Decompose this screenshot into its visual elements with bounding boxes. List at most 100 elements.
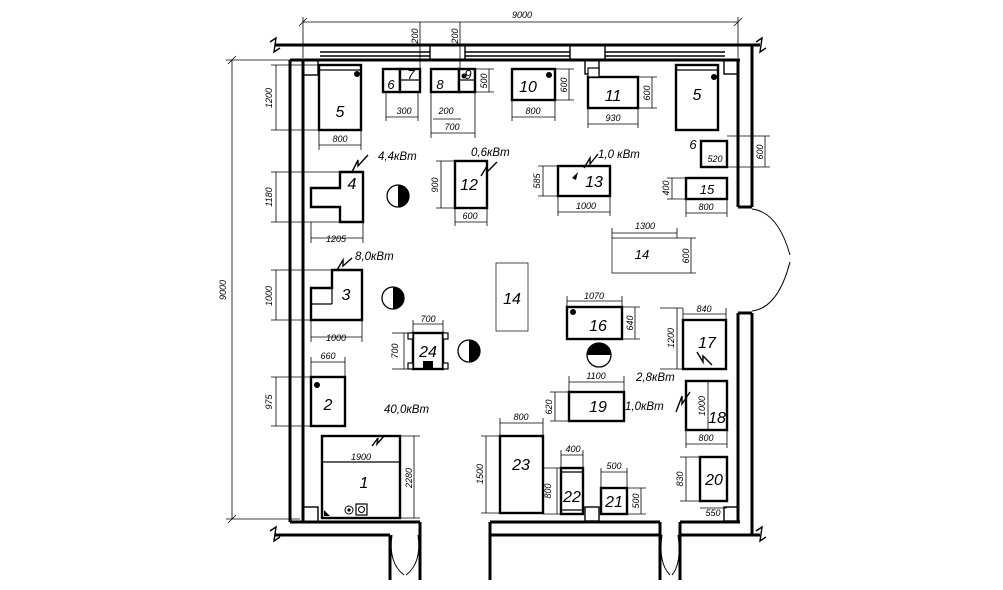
equipment-20-width: 550 bbox=[705, 508, 720, 518]
equipment-16-number: 16 bbox=[589, 318, 607, 335]
equipment-4-power: 4,4кВт bbox=[378, 151, 417, 163]
equipment-5-right: 5 bbox=[674, 63, 720, 132]
equipment-4: 4 1205 1180 4,4кВт bbox=[264, 151, 417, 244]
overall-width-dimension: 9000 bbox=[298, 10, 743, 58]
overall-height-dimension: 9000 bbox=[218, 55, 300, 524]
equipment-16: 16 1070 640 bbox=[565, 291, 640, 368]
equipment-19-depth: 620 bbox=[544, 399, 554, 414]
window-dim-right: 200 bbox=[450, 28, 460, 44]
equipment-24-depth: 700 bbox=[390, 343, 400, 358]
equipment-5-right-number: 5 bbox=[693, 87, 702, 104]
equipment-18: 18 800 1000 1,0кВт bbox=[625, 379, 729, 448]
equipment-15-depth: 400 bbox=[661, 180, 671, 195]
equipment-2-width: 660 bbox=[320, 351, 335, 361]
equipment-13-width: 1000 bbox=[576, 201, 596, 211]
equipment-2: 2 660 975 bbox=[264, 351, 347, 428]
overall-height-label: 9000 bbox=[218, 280, 228, 300]
equipment-2-number: 2 bbox=[323, 397, 333, 414]
equipment-12-number: 12 bbox=[460, 177, 478, 194]
equipment-3-width: 1000 bbox=[326, 333, 346, 343]
equipment-12-width: 600 bbox=[462, 211, 477, 221]
equipment-15-width: 800 bbox=[698, 202, 713, 212]
equipment-18-number: 18 bbox=[708, 410, 726, 427]
equipment-14-center: 14 bbox=[495, 262, 529, 332]
equipment-15-number: 15 bbox=[700, 182, 715, 197]
equipment-11-depth: 600 bbox=[642, 85, 652, 100]
equipment-3-number: 3 bbox=[342, 287, 351, 304]
equipment-21-depth: 500 bbox=[631, 493, 641, 508]
equipment-8-width: 200 bbox=[437, 106, 453, 116]
equipment-16-depth: 640 bbox=[625, 315, 635, 330]
equipment-22-width: 400 bbox=[565, 444, 580, 454]
equipment-14-center-number: 14 bbox=[503, 291, 521, 308]
equipment-23-depth: 1500 bbox=[475, 464, 485, 484]
equipment-19: 19 1100 620 bbox=[544, 371, 626, 423]
equipment-1-depth: 2280 bbox=[404, 468, 414, 489]
equipment-15: 15 800 400 bbox=[661, 176, 729, 217]
equipment-20-number: 20 bbox=[704, 472, 723, 489]
equipment-10-depth: 600 bbox=[559, 77, 569, 92]
window-dim-left: 200 bbox=[410, 28, 420, 44]
equipment-9-number: 9 bbox=[464, 67, 471, 82]
equipment-1-number: 1 bbox=[360, 475, 369, 492]
equipment-20: 20 550 830 bbox=[675, 455, 729, 518]
equipment-17-width: 840 bbox=[696, 304, 711, 314]
equipment-4-width: 1205 bbox=[326, 234, 347, 244]
equipment-22: 22 400 800 bbox=[543, 444, 585, 516]
equipment-3: 3 1000 1000 8,0кВт bbox=[264, 251, 405, 343]
equipment-18-depth: 1000 bbox=[697, 396, 707, 416]
walls bbox=[269, 36, 767, 580]
equipment-11-width: 930 bbox=[605, 113, 620, 123]
equipment-8-length: 700 bbox=[444, 122, 459, 132]
equipment-14-right-number: 14 bbox=[635, 247, 649, 262]
equipment-9: 9 500 bbox=[457, 67, 494, 94]
equipment-4-number: 4 bbox=[348, 176, 357, 193]
equipment-17-power: 2,8кВт bbox=[635, 372, 675, 384]
equipment-10-number: 10 bbox=[519, 79, 537, 96]
equipment-10-width: 800 bbox=[525, 106, 540, 116]
equipment-8-number: 8 bbox=[436, 77, 444, 92]
equipment-12-power: 0,6кВт bbox=[471, 147, 510, 159]
equipment-19-width: 1100 bbox=[586, 371, 605, 381]
equipment-17-depth: 1200 bbox=[666, 328, 676, 348]
equipment-14-right: 14 1300 600 bbox=[611, 221, 696, 274]
equipment-4-depth: 1180 bbox=[264, 187, 274, 206]
equipment-14-right-depth: 600 bbox=[681, 248, 691, 263]
equipment-21-number: 21 bbox=[604, 494, 623, 511]
equipment-5-left-depth: 1200 bbox=[264, 88, 274, 108]
equipment-5-left-number: 5 bbox=[336, 104, 345, 121]
equipment-12-depth: 900 bbox=[430, 177, 440, 192]
equipment-7: 7 bbox=[398, 67, 422, 94]
equipment-22-depth: 800 bbox=[543, 483, 553, 498]
equipment-16-width: 1070 bbox=[584, 291, 604, 301]
equipment-7-number: 7 bbox=[407, 67, 415, 82]
equipment-10: 10 800 600 bbox=[510, 67, 574, 121]
equipment-5-left-width: 800 bbox=[332, 134, 347, 144]
equipment-21: 21 500 500 bbox=[599, 461, 646, 516]
equipment-23-number: 23 bbox=[511, 457, 530, 474]
equipment-1-width: 1900 bbox=[351, 452, 371, 462]
equipment-14-right-width: 1300 bbox=[635, 221, 655, 231]
equipment-1: 1 1900 2280 40,0кВт bbox=[320, 404, 429, 520]
equipment-24-width: 700 bbox=[420, 314, 435, 324]
equipment-6-right-number: 6 bbox=[689, 137, 697, 152]
equipment-12: 12 600 900 0,6кВт bbox=[430, 147, 510, 226]
equipment-13-number: 13 bbox=[585, 174, 603, 191]
equipment-13: 13 1000 585 1,0 кВт bbox=[532, 149, 640, 216]
doors bbox=[390, 208, 791, 576]
equipment-21-width: 500 bbox=[606, 461, 621, 471]
equipment-17: 17 840 1200 2,8кВт bbox=[635, 304, 728, 384]
equipment-24: 24 700 700 bbox=[390, 314, 481, 371]
equipment-23-width: 800 bbox=[513, 412, 528, 422]
equipment-2-depth: 975 bbox=[264, 394, 274, 410]
equipment-22-number: 22 bbox=[562, 489, 581, 506]
equipment-11-number: 11 bbox=[605, 88, 622, 105]
equipment-5-left: 5 800 1200 bbox=[264, 63, 363, 150]
equipment-19-number: 19 bbox=[589, 399, 607, 416]
equipment-13-power: 1,0 кВт bbox=[598, 149, 640, 161]
equipment-6-right-depth: 600 bbox=[755, 144, 765, 159]
equipment-6-top-number: 6 bbox=[387, 77, 395, 92]
equipment-20-depth: 830 bbox=[675, 471, 685, 486]
equipment-17-number: 17 bbox=[698, 335, 717, 352]
equipment-23: 23 800 1500 bbox=[475, 412, 545, 515]
